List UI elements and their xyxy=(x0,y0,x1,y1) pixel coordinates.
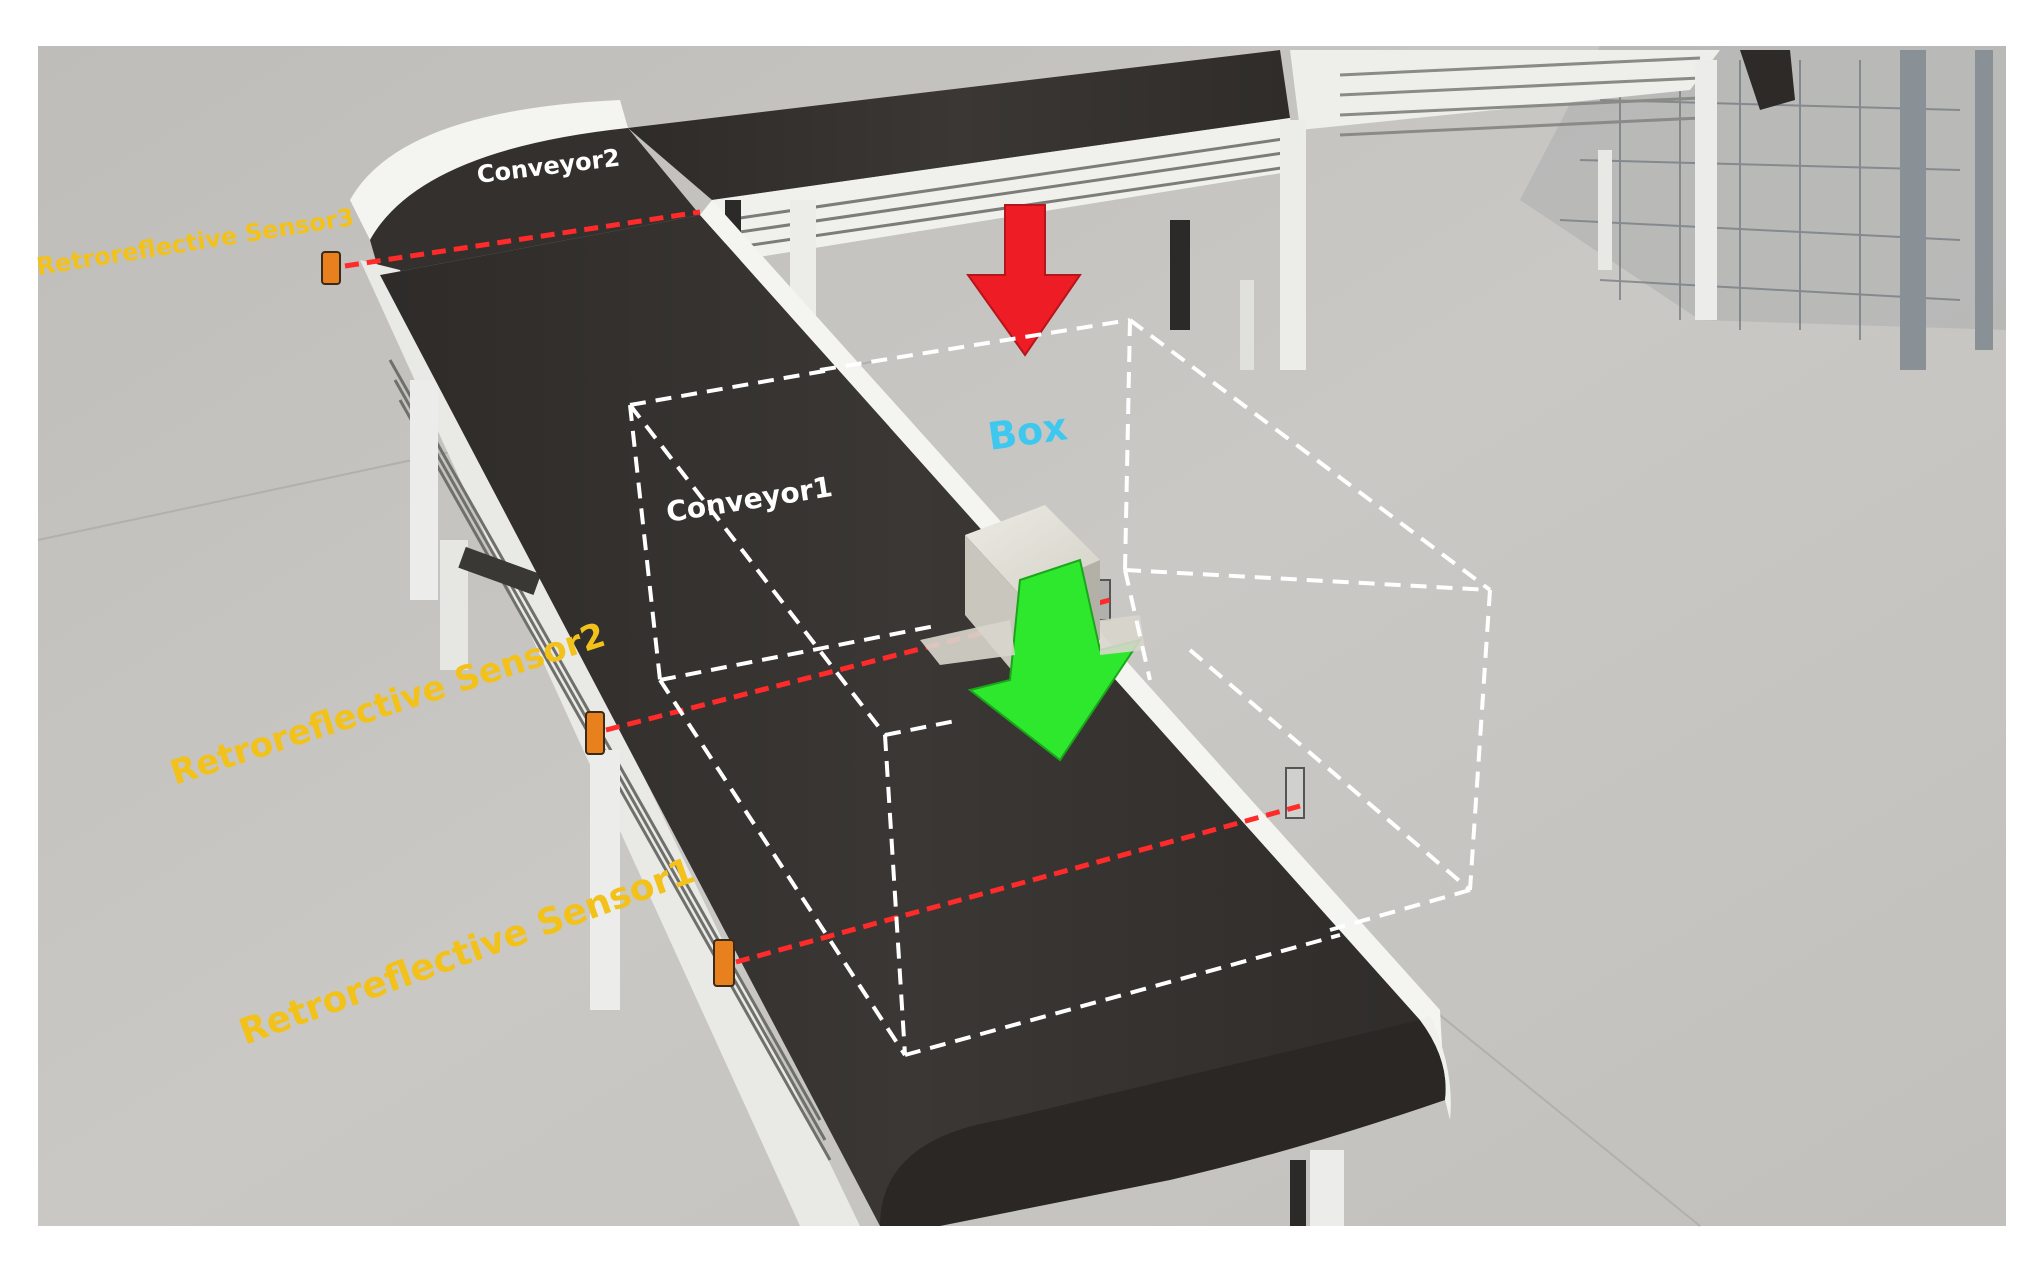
conveyor1 xyxy=(350,100,1451,1226)
back-conveyor xyxy=(1290,50,1795,320)
sensor1-beam xyxy=(735,803,1301,965)
flow-arrow-icon xyxy=(920,558,1145,762)
box-zone-wireframe xyxy=(819,318,1492,932)
sensor2-emitter xyxy=(585,711,605,755)
conveyor2 xyxy=(628,50,1306,400)
conveyor1-zone-wireframe xyxy=(628,368,1341,1057)
sensor3-emitter xyxy=(321,251,341,285)
sensor1-emitter xyxy=(713,939,735,987)
box-label: Box xyxy=(985,404,1070,459)
drop-arrow-icon xyxy=(966,204,1082,357)
safety-fence xyxy=(1520,46,2006,370)
sensor3-beam xyxy=(344,209,701,269)
